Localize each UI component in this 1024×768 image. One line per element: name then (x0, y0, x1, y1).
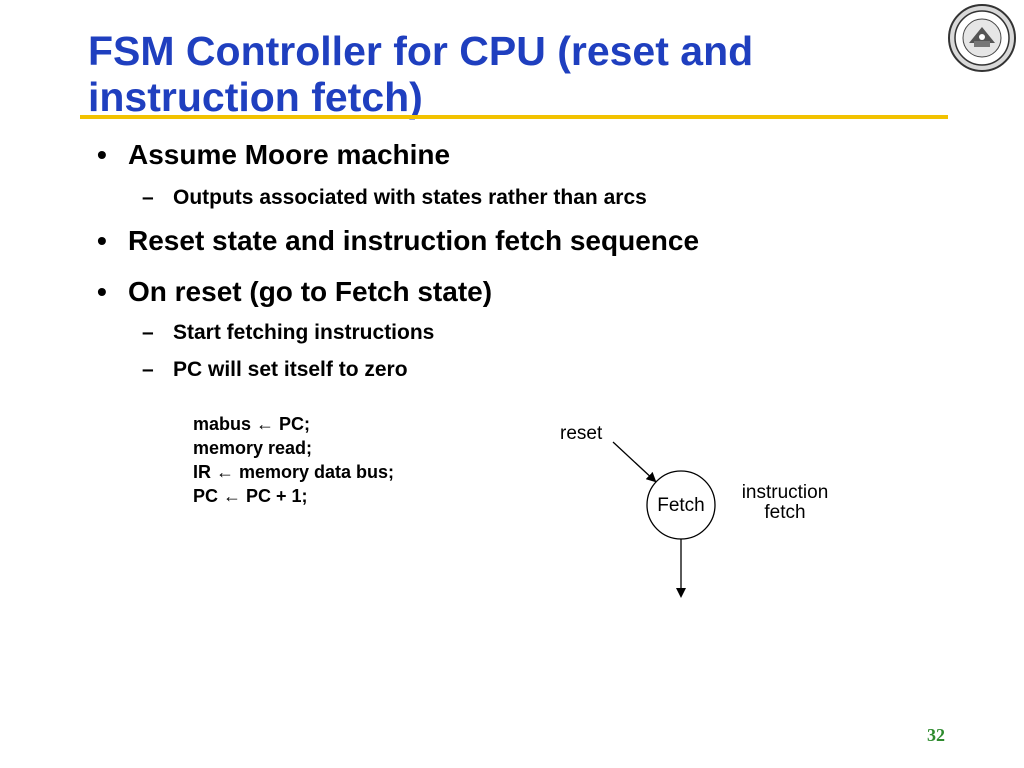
state-note-line1: instruction (742, 482, 829, 503)
university-seal-icon (948, 4, 1016, 72)
sub-bullet-marker: – (142, 358, 154, 381)
page-number: 32 (927, 725, 945, 745)
sub-bullet-text: PC will set itself to zero (173, 358, 408, 381)
bullet-text: Reset state and instruction fetch sequen… (128, 225, 700, 256)
bullet-text: Assume Moore machine (128, 139, 451, 170)
fetch-state-label: Fetch (657, 495, 705, 516)
sub-bullet-marker: – (142, 186, 154, 209)
bullet-marker: • (97, 139, 107, 170)
slide-title: FSM Controller for CPU (reset and instru… (88, 28, 754, 120)
bullet-text: On reset (go to Fetch state) (128, 276, 493, 307)
reset-label: reset (560, 423, 603, 444)
sub-bullet-text: Start fetching instructions (173, 321, 435, 344)
bullet-marker: • (97, 276, 107, 307)
sub-bullet-marker: – (142, 321, 154, 344)
state-note-line2: fetch (764, 502, 805, 523)
code-line: mabus ← PC; (193, 414, 311, 434)
code-line: memory read; (193, 438, 313, 458)
reset-transition-arrow (612, 441, 657, 483)
code-line: IR ← memory data bus; (193, 462, 395, 482)
bullet-marker: • (97, 225, 107, 256)
sub-bullet-text: Outputs associated with states rather th… (173, 186, 647, 209)
state-output-code: mabus ← PC; memory read; IR ← memory dat… (193, 412, 394, 508)
code-line: PC ← PC + 1; (193, 486, 308, 506)
title-underline (80, 115, 948, 119)
